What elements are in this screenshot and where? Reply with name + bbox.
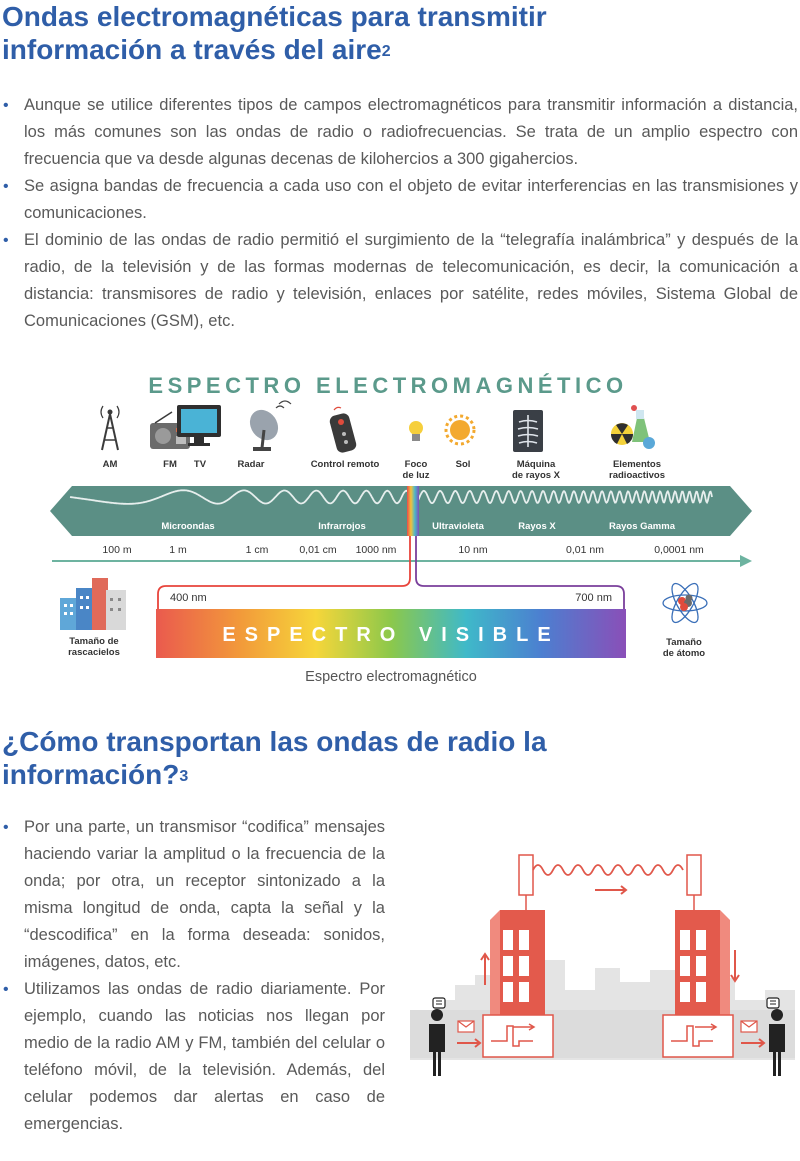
scale-label: 0,0001 nm (654, 544, 704, 556)
source-label-bulb-line1: Foco (405, 459, 428, 470)
tv-icon (177, 405, 221, 446)
atom-label-line2: de átomo (663, 648, 705, 659)
band-label-ultraviolet: Ultravioleta (432, 521, 484, 532)
skyscraper-label-line2: rascacielos (68, 647, 120, 658)
source-label-radar: Radar (238, 459, 265, 470)
section1-title-line2: información a través del aire (2, 34, 382, 65)
source-label-xray-line1: Máquina (517, 459, 556, 470)
scale-label: 0,01 cm (299, 544, 337, 556)
scale-label: 100 m (102, 544, 131, 556)
section1-title: Ondas electromagnéticas para transmitir … (2, 0, 547, 66)
signal-direction-arrow (595, 885, 628, 895)
connector-line-violet (415, 536, 625, 610)
bullet-item: Utilizamos las ondas de radio diariament… (0, 976, 385, 1138)
section2-bullet-list: Por una parte, un transmisor “codifica” … (0, 814, 385, 1138)
source-label-xray-line2: de rayos X (512, 470, 561, 481)
source-label-tv: TV (194, 459, 207, 470)
visible-right-nm: 700 nm (575, 592, 612, 604)
sender-person-icon (429, 997, 446, 1076)
scale-label: 0,01 nm (566, 544, 604, 556)
scale-label: 1000 nm (356, 544, 397, 556)
scale-label: 1 cm (246, 544, 269, 556)
source-label-radioactive-line1: Elementos (613, 459, 661, 470)
source-label-sun: Sol (456, 459, 471, 470)
message-envelope-icon (457, 1020, 475, 1033)
visible-spectrum-label: ESPECTRO VISIBLE (222, 624, 559, 646)
radioactive-elements-icon (610, 405, 655, 449)
band-label-microwaves: Microondas (161, 521, 214, 532)
bullet-item: Aunque se utilice diferentes tipos de ca… (0, 92, 798, 173)
electromagnetic-spectrum-infographic: ESPECTRO ELECTROMAGNÉTICO (50, 373, 752, 685)
band-label-infrared: Infrarrojos (318, 521, 366, 532)
scale-label: 1 m (169, 544, 187, 556)
antenna-tower-icon (100, 405, 120, 451)
radio-wave (532, 864, 684, 876)
message-envelope-icon (740, 1020, 758, 1033)
skyscraper-label-line1: Tamaño de (69, 636, 118, 647)
footnote-ref: 2 (381, 43, 391, 60)
source-label-radioactive-line2: radioactivos (609, 470, 665, 481)
band-label-gamma: Rayos Gamma (609, 521, 676, 532)
visible-left-nm: 400 nm (170, 592, 207, 604)
connector-line-red (157, 536, 411, 610)
source-label-remote: Control remoto (311, 459, 380, 470)
source-label-bulb-line2: de luz (403, 470, 430, 481)
skyscraper-icon (60, 578, 126, 630)
bullet-item: Se asigna bandas de frecuencia a cada us… (0, 173, 798, 227)
bullet-item: El dominio de las ondas de radio permiti… (0, 227, 798, 335)
receiver-building (662, 854, 766, 1058)
spectrum-title: ESPECTRO ELECTROMAGNÉTICO (148, 373, 627, 398)
scale-label: 10 nm (458, 544, 487, 556)
radio-transmission-illustration (410, 854, 795, 1076)
scale-arrow-head (740, 555, 752, 567)
xray-machine-icon (513, 410, 543, 452)
section2-title-line2: información? (2, 759, 180, 790)
sun-icon (444, 414, 476, 446)
source-label-fm: FM (163, 459, 177, 470)
wave-curve (69, 489, 713, 505)
band-label-xrays: Rayos X (518, 521, 556, 532)
radar-dish-icon (249, 400, 292, 451)
section2-title: ¿Cómo transportan las ondas de radio la … (2, 725, 547, 791)
remote-control-icon (329, 406, 357, 453)
section2-title-line1: ¿Cómo transportan las ondas de radio la (2, 726, 547, 757)
visible-spectrum-bar (156, 609, 626, 658)
atom-label-line1: Tamaño (666, 637, 702, 648)
receiver-person-icon (766, 997, 785, 1076)
bullet-item: Por una parte, un transmisor “codifica” … (0, 814, 385, 976)
visible-band-marker (407, 486, 419, 536)
source-label-am: AM (103, 459, 118, 470)
transmitter-building (457, 854, 554, 1058)
atom-icon (662, 582, 708, 624)
footnote-ref: 3 (179, 768, 189, 785)
ground (410, 1010, 795, 1058)
figure-caption: Espectro electromagnético (305, 669, 477, 685)
section1-title-line1: Ondas electromagnéticas para transmitir (2, 1, 547, 32)
light-bulb-icon (409, 421, 423, 441)
section1-bullet-list: Aunque se utilice diferentes tipos de ca… (0, 92, 798, 335)
